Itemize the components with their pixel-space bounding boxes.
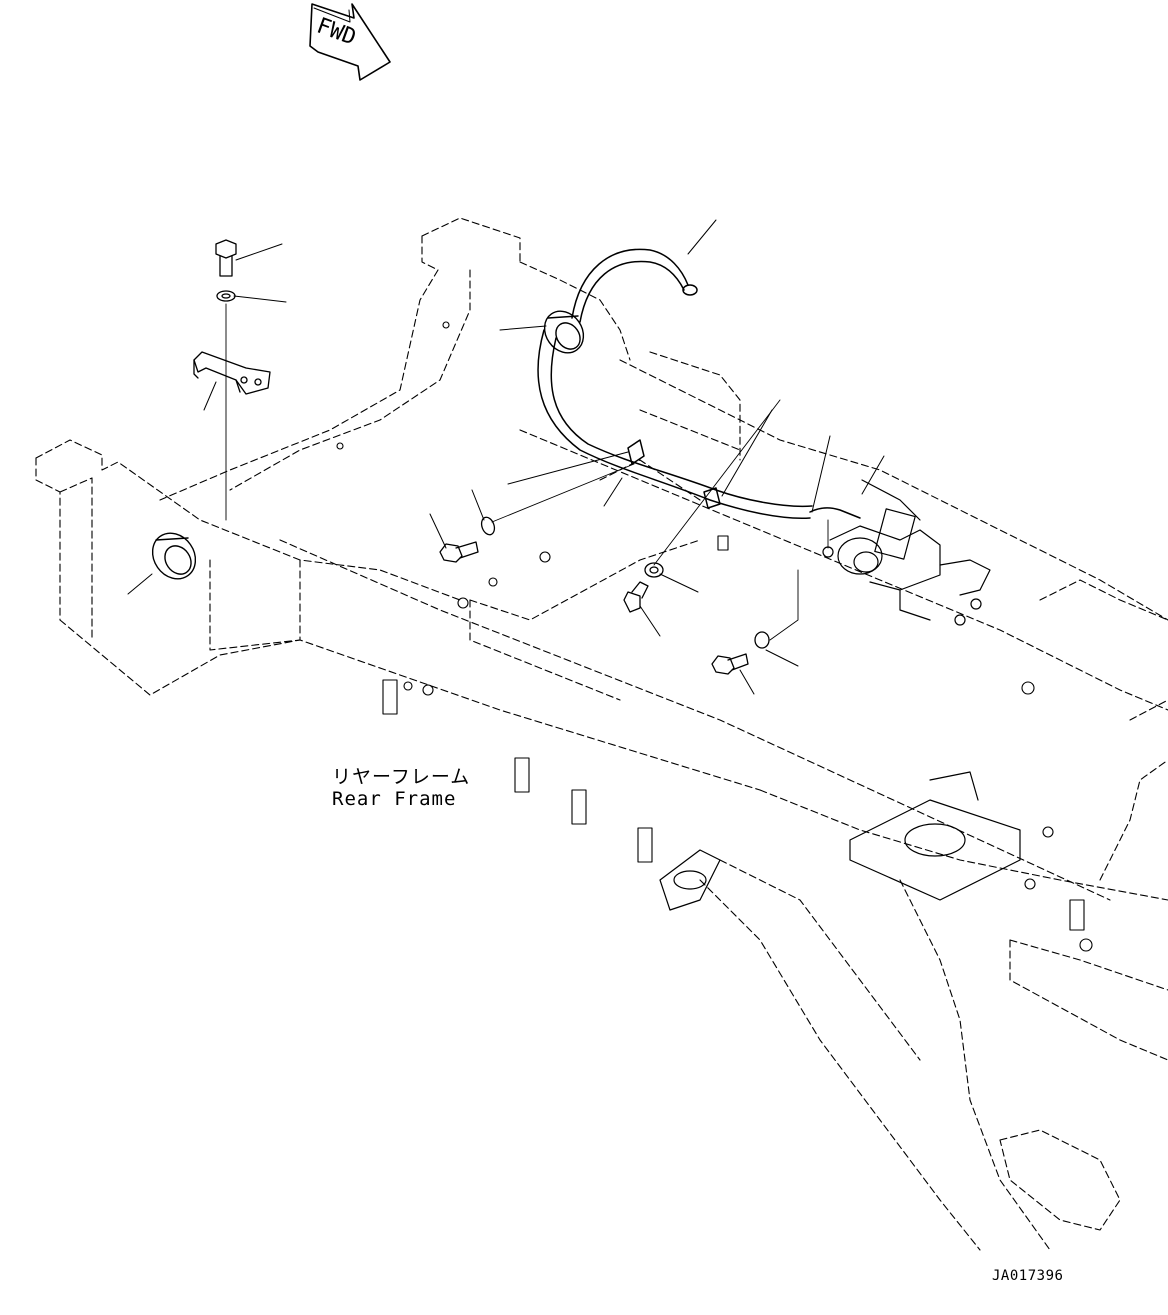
grommet-lower (151, 532, 197, 580)
frame-label-japanese: リヤーフレーム (332, 766, 471, 788)
frame-upper-section (159, 217, 1168, 711)
fwd-arrow-text: FWD (313, 14, 359, 51)
bolt-mid (623, 581, 649, 613)
frame-label-english: Rear Frame (332, 788, 457, 810)
valve-assembly (822, 479, 991, 626)
washer-right (754, 631, 770, 649)
bolt-upper-left (215, 239, 237, 277)
grommet-upper (543, 310, 585, 354)
washer-mid-left (480, 516, 496, 536)
hitch-block (659, 771, 1021, 911)
bolt-right (711, 653, 749, 675)
callout-leaders (127, 219, 885, 695)
frame-right-rail (699, 579, 1168, 1251)
fwd-arrow: FWD (309, 3, 391, 81)
mounting-bracket (193, 351, 271, 395)
wiring-harness (537, 248, 861, 520)
washer-mid (644, 562, 664, 578)
frame-bosses (336, 321, 1093, 952)
assembly-lines (225, 303, 829, 641)
frame-left-rail (35, 439, 1111, 901)
bolt-mid-left (439, 541, 479, 563)
drawing-id: JA017396 (992, 1268, 1064, 1284)
washer-upper-left (216, 290, 236, 302)
